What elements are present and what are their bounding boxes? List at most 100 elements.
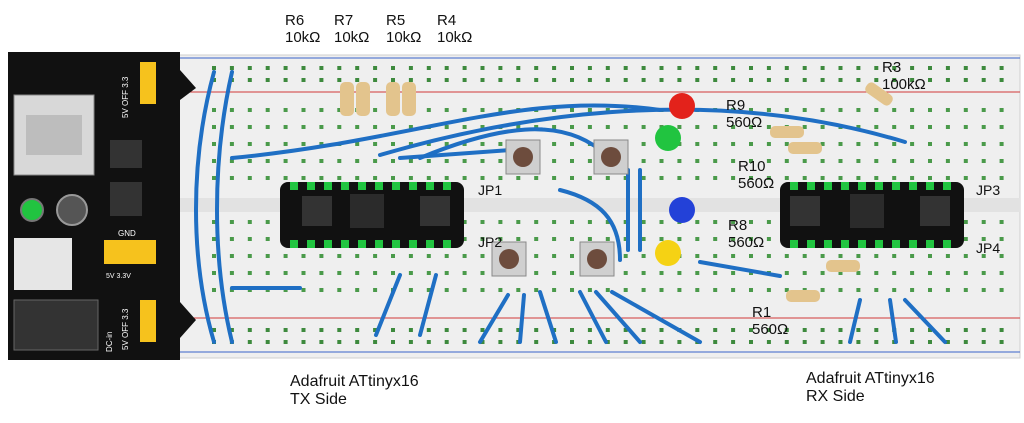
wire	[230, 103, 662, 160]
breadboard-hole	[552, 159, 557, 163]
breadboard-hole	[498, 142, 503, 146]
breadboard-hole	[229, 237, 234, 241]
pin-header-gnd	[104, 240, 156, 264]
breadboard-hole	[265, 125, 270, 129]
breadboard-hole	[605, 66, 610, 70]
breadboard-hole	[874, 176, 879, 180]
breadboard-hole	[910, 288, 915, 292]
wire	[538, 290, 558, 344]
resistor-r1	[786, 290, 820, 302]
breadboard-hole	[498, 340, 503, 344]
wire	[418, 273, 438, 337]
breadboard-hole	[391, 254, 395, 258]
breadboard-hole	[408, 340, 413, 344]
breadboard-hole	[784, 142, 789, 146]
breadboard-hole	[731, 159, 736, 163]
breadboard-hole	[892, 176, 897, 180]
breadboard-hole	[373, 108, 378, 112]
breadboard-hole	[820, 340, 825, 344]
breadboard-hole	[963, 108, 968, 112]
breadboard-hole	[552, 78, 557, 82]
breadboard-hole	[444, 108, 449, 112]
breadboard-hole	[999, 125, 1004, 129]
breadboard-hole	[265, 220, 270, 224]
breadboard-hole	[570, 176, 574, 180]
breadboard-hole	[283, 340, 288, 344]
breadboard-hole	[641, 142, 646, 146]
breadboard-hole	[498, 237, 503, 241]
breadboard-hole	[373, 159, 378, 163]
breadboard-hole	[874, 254, 879, 258]
breadboard-hole	[480, 254, 485, 258]
breadboard-hole	[731, 176, 736, 180]
breadboard-hole	[534, 328, 539, 332]
resistors	[340, 82, 893, 302]
breadboard-hole	[659, 220, 664, 224]
breadboard-hole	[247, 78, 252, 82]
breadboard-hole	[731, 328, 736, 332]
breadboard-hole	[229, 142, 234, 146]
breadboard-hole	[749, 254, 753, 258]
breadboard-hole	[623, 176, 628, 180]
breadboard-hole	[319, 125, 324, 129]
breadboard-hole	[820, 271, 825, 275]
resistor-r4	[402, 82, 416, 116]
breadboard-hole	[623, 271, 628, 275]
breadboard-hole	[265, 159, 270, 163]
breadboard-hole	[945, 288, 950, 292]
breadboard-hole	[623, 220, 628, 224]
breadboard-hole	[981, 78, 986, 82]
breadboard-hole	[856, 108, 861, 112]
breadboard-hole	[355, 328, 360, 332]
breadboard-hole	[498, 288, 503, 292]
breadboard-hole	[858, 182, 866, 190]
breadboard-hole	[802, 66, 807, 70]
breadboard-hole	[290, 240, 298, 248]
caption-rx-line2: RX Side	[806, 388, 865, 405]
breadboard-hole	[874, 288, 879, 292]
breadboard-hole	[892, 182, 900, 190]
breadboard-hole	[963, 271, 968, 275]
wire	[698, 260, 782, 278]
breadboard-hole	[444, 340, 449, 344]
breadboard-hole	[838, 159, 843, 163]
breadboard-hole	[391, 271, 395, 275]
breadboard-hole	[570, 254, 574, 258]
label-r4-value: 10kΩ	[437, 29, 473, 46]
breadboard-hole	[713, 125, 718, 129]
breadboard-hole	[355, 142, 360, 146]
tx-mcu	[350, 194, 384, 228]
pushbutton-1	[505, 139, 541, 175]
breadboard-hole	[247, 176, 252, 180]
breadboard-hole	[605, 288, 610, 292]
label-jp1: JP1	[478, 182, 503, 198]
breadboard-hole	[641, 176, 646, 180]
power-supply-module: GND 5V 3.3V 5V OFF 3.3 5V OFF 3.3 DC-in	[8, 52, 196, 360]
breadboard-hole	[337, 328, 342, 332]
breadboard-hole	[838, 328, 843, 332]
breadboard-hole	[408, 78, 413, 82]
breadboard-hole	[337, 271, 342, 275]
breadboard-hole	[838, 108, 843, 112]
breadboard-hole	[659, 66, 664, 70]
breadboard-hole	[265, 340, 270, 344]
breadboard-hole	[247, 108, 252, 112]
breadboard-hole	[963, 125, 968, 129]
breadboard-hole	[426, 66, 431, 70]
breadboard-hole	[963, 78, 968, 82]
breadboard-hole	[766, 288, 771, 292]
breadboard-hole	[570, 159, 574, 163]
breadboard-hole	[820, 176, 825, 180]
jumper-bottom-label: 5V OFF 3.3	[121, 308, 130, 350]
breadboard-hole	[909, 182, 917, 190]
breadboard-hole	[587, 125, 592, 129]
breadboard-hole	[301, 66, 306, 70]
breadboard-hole	[856, 288, 861, 292]
led-red	[669, 93, 695, 119]
breadboard-hole	[552, 220, 557, 224]
breadboard-hole	[945, 66, 950, 70]
breadboard-hole	[408, 328, 413, 332]
jumper-top-label: 5V OFF 3.3	[121, 76, 130, 118]
label-r7: R7 10kΩ	[334, 12, 369, 46]
breadboard-hole	[265, 66, 270, 70]
